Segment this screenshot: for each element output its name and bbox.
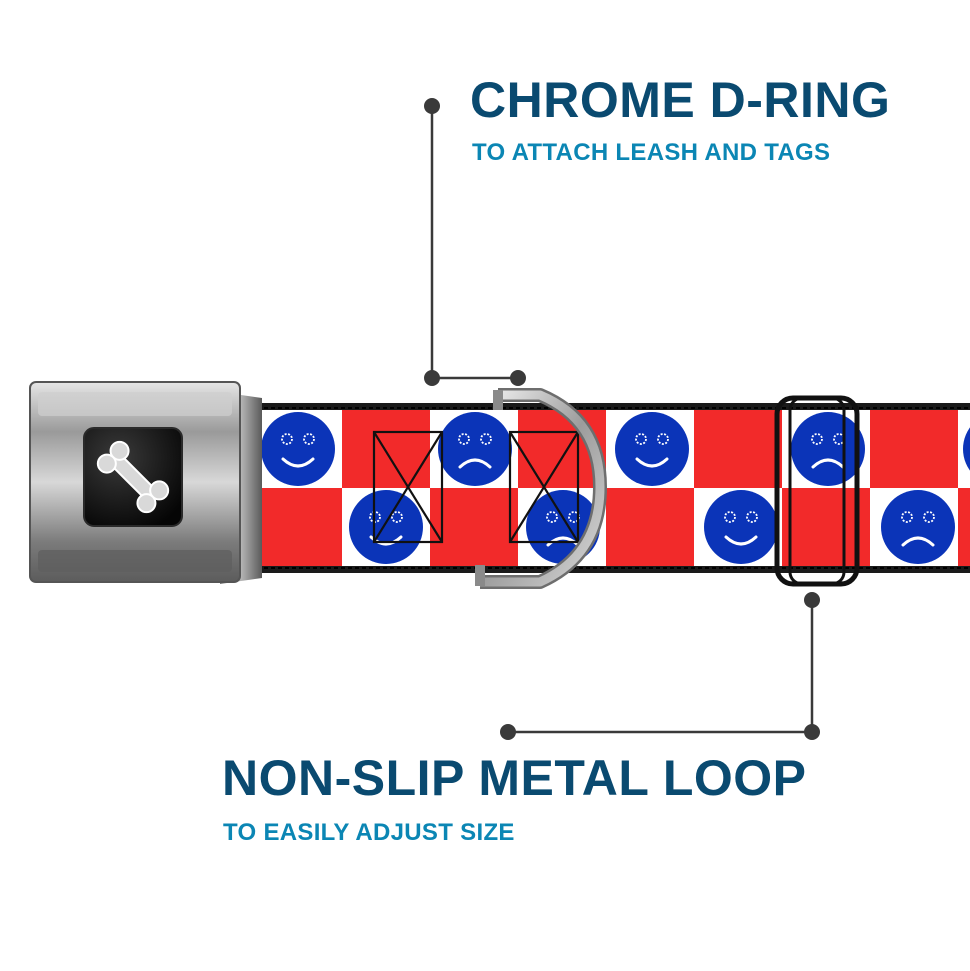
d-ring-subtitle: TO ATTACH LEASH AND TAGS [472,139,831,166]
smiley-face-icon [259,410,337,488]
collar-strap [248,403,970,573]
seatbelt-buckle [29,381,262,584]
stitching [372,430,580,544]
smiley-face-icon [613,410,691,488]
leader-line-d-ring [424,98,526,386]
metal-loop-title: NON-SLIP METAL LOOP [222,750,807,806]
d-ring-title: CHROME D-RING [470,72,891,128]
slide-loop [774,395,860,587]
sad-face-icon [789,410,867,488]
smiley-face-icon [702,488,780,566]
metal-loop-subtitle: TO EASILY ADJUST SIZE [223,819,515,846]
sad-face-icon [436,410,514,488]
dog-bone-icon [96,440,170,514]
d-ring [475,388,607,589]
leader-line-metal-loop [500,592,820,740]
sad-face-icon [879,488,957,566]
smiley-face-icon [347,488,425,566]
